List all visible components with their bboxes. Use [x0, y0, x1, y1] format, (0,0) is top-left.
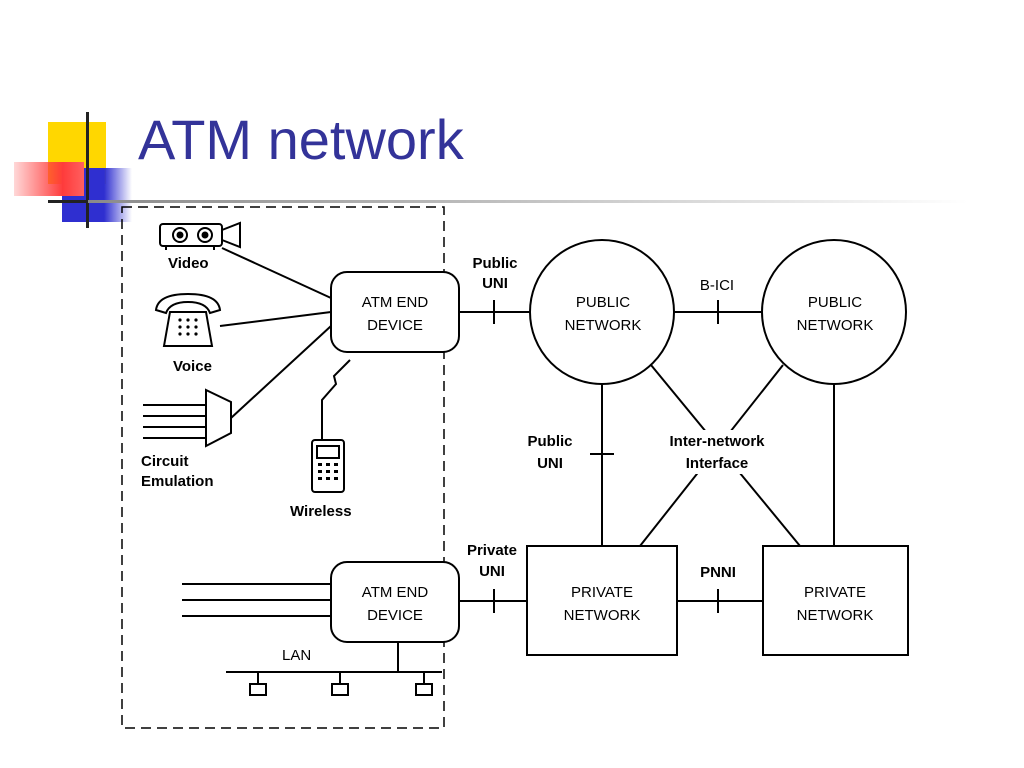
public-uni-top-line1: Public — [472, 255, 517, 272]
private-network-right — [762, 545, 909, 656]
telephone-icon — [154, 292, 222, 347]
red-square — [14, 162, 84, 196]
atm-end-device-bottom — [330, 561, 460, 643]
atm-end-device-bottom-line2: DEVICE — [367, 607, 423, 624]
public-uni-top-line2: UNI — [482, 275, 508, 292]
private-network-left — [526, 545, 678, 656]
private-network-left-line1: PRIVATE — [571, 584, 633, 601]
lan-node-1 — [249, 683, 267, 696]
trunk-lines — [182, 583, 331, 617]
private-network-left-line2: NETWORK — [564, 607, 641, 624]
user-premises-boundary — [121, 206, 445, 729]
public-network-right — [761, 239, 907, 385]
pnni-label: PNNI — [700, 564, 736, 581]
video-label: Video — [168, 255, 209, 272]
atm-end-device-top-line2: DEVICE — [367, 317, 423, 334]
title-decoration — [0, 0, 140, 230]
lan-node-3 — [415, 683, 433, 696]
public-network-left — [529, 239, 675, 385]
wireless-handset-icon — [311, 359, 351, 493]
atm-end-device-top — [330, 271, 460, 353]
title-underline — [88, 200, 968, 203]
inter-network-line2: Interface — [686, 455, 749, 472]
private-network-right-line2: NETWORK — [797, 607, 874, 624]
atm-end-device-top-line1: ATM END — [362, 294, 429, 311]
device-links — [219, 247, 332, 419]
private-uni-line1: Private — [467, 542, 517, 559]
lan-node-2 — [331, 683, 349, 696]
public-network-right-line1: PUBLIC — [808, 294, 862, 311]
wireless-label: Wireless — [290, 503, 352, 520]
lan-label: LAN — [282, 647, 311, 664]
circuit-label: Circuit — [141, 453, 189, 470]
inter-network-line1: Inter-network — [669, 433, 765, 450]
b-ici-label: B-ICI — [700, 277, 734, 294]
public-uni-mid-line2: UNI — [537, 455, 563, 472]
interface-ticks — [493, 300, 719, 613]
private-network-right-line1: PRIVATE — [804, 584, 866, 601]
atm-end-device-bottom-line1: ATM END — [362, 584, 429, 601]
private-uni-line2: UNI — [479, 563, 505, 580]
voice-label: Voice — [173, 358, 212, 375]
lan-bus — [226, 642, 442, 696]
public-uni-mid-line1: Public — [527, 433, 572, 450]
public-network-right-line2: NETWORK — [797, 317, 874, 334]
public-network-left-line1: PUBLIC — [576, 294, 630, 311]
video-camera-icon — [159, 221, 241, 250]
inter-network-label-bg — [657, 430, 777, 474]
slide-title: ATM network — [138, 108, 464, 171]
multiplexer-icon — [143, 388, 232, 448]
vertical-rule — [86, 112, 89, 228]
public-network-left-line2: NETWORK — [565, 317, 642, 334]
emulation-label: Emulation — [141, 473, 214, 490]
